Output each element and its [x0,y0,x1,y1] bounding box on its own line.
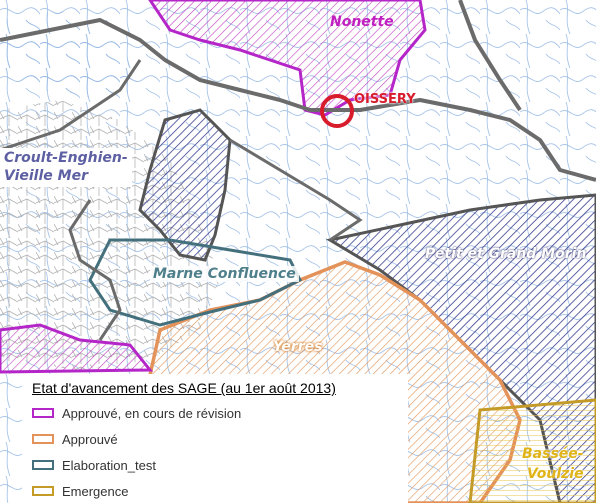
zone-croult [138,108,232,262]
legend-item-emergence: Emergence [32,482,128,500]
legend-label: Approuvé [62,431,118,447]
label-marne: Marne Confluence [150,266,299,282]
sage-boundary [0,18,596,182]
legend-label: Emergence [62,483,129,499]
label-nonette: Nonette [330,14,394,30]
legend-swatch [32,408,54,418]
label-croult: Croult-Enghien- Vieille Mer [0,148,132,187]
zone-nonette [148,0,427,117]
label-morin: Petit et Grand Morin [425,246,587,262]
legend-item-elaboration: Elaboration_test [32,456,156,474]
legend-label: Approuvé, en cours de révision [62,405,242,421]
zone-marne [88,238,303,327]
legend-swatch [32,434,54,444]
legend-label: Elaboration_test [62,457,156,473]
legend-swatch [32,486,54,496]
oissery-marker [320,94,354,128]
zone-bassee [468,398,596,503]
legend-title: Etat d'avancement des SAGE (au 1er août … [32,380,336,396]
legend-item-approuve: Approuvé [32,430,118,448]
label-oissery: OISSERY [354,92,416,107]
map-legend: Etat d'avancement des SAGE (au 1er août … [22,374,408,503]
legend-swatch [32,460,54,470]
label-yerres: Yerres [273,339,323,355]
legend-item-revision: Approuvé, en cours de révision [32,404,241,422]
label-bassee: Bassée- Voulzie [522,446,584,482]
